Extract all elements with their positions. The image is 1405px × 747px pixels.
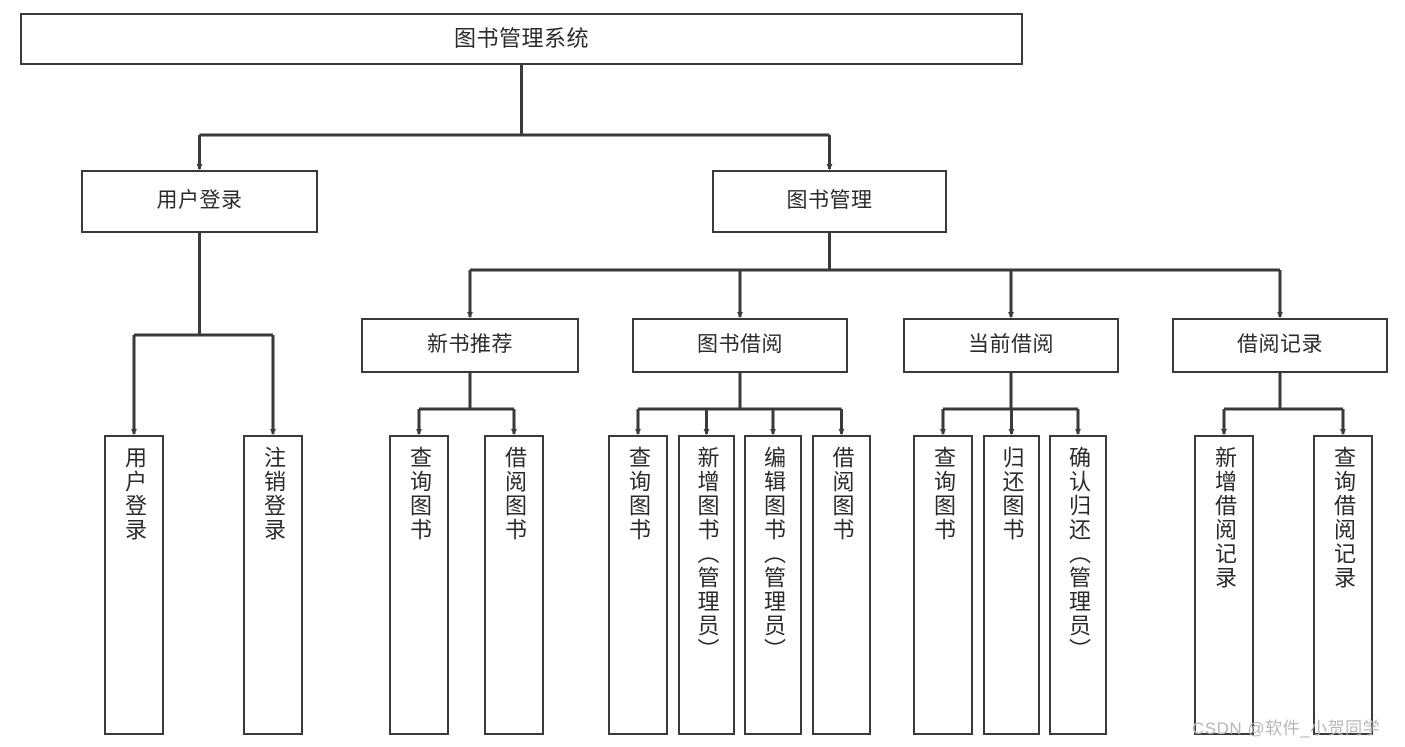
- node-label: 用户登录: [156, 189, 243, 213]
- node-label: 图书管理系统: [453, 26, 589, 52]
- node-login[interactable]: 用户登录: [81, 170, 318, 233]
- node-leaf-bor4[interactable]: 借阅图书: [812, 435, 871, 735]
- node-leaf-rec2[interactable]: 查询借阅记录: [1313, 435, 1373, 735]
- node-leaf-bor1[interactable]: 查询图书: [608, 435, 668, 735]
- node-label: 当前借阅: [968, 333, 1054, 357]
- node-root[interactable]: 图书管理系统: [20, 13, 1023, 65]
- node-label: 新增图书（管理员）: [694, 446, 720, 662]
- node-label: 查询借阅记录: [1331, 446, 1356, 590]
- node-label: 借阅记录: [1237, 333, 1323, 357]
- node-leaf-cur3[interactable]: 确认归还（管理员）: [1049, 435, 1107, 735]
- node-leaf-bor3[interactable]: 编辑图书（管理员）: [744, 435, 802, 735]
- node-leaf-cur2[interactable]: 归还图书: [983, 435, 1040, 735]
- node-bookmgmt[interactable]: 图书管理: [712, 170, 947, 233]
- node-label: 借阅图书: [829, 446, 855, 542]
- node-label: 新增借阅记录: [1212, 446, 1237, 590]
- csdn-watermark: CSDN @软件_小贺同学: [1192, 719, 1381, 738]
- node-records[interactable]: 借阅记录: [1172, 318, 1388, 373]
- node-leaf-login2[interactable]: 注销登录: [243, 435, 303, 735]
- node-label: 查询图书: [626, 446, 651, 542]
- node-borrow[interactable]: 图书借阅: [632, 318, 848, 373]
- node-label: 查询图书: [407, 446, 432, 542]
- node-newbooks[interactable]: 新书推荐: [361, 318, 579, 373]
- node-label: 归还图书: [999, 446, 1025, 542]
- node-label: 用户登录: [122, 446, 147, 542]
- node-current[interactable]: 当前借阅: [903, 318, 1119, 373]
- node-leaf-rec1[interactable]: 新增借阅记录: [1194, 435, 1254, 735]
- node-leaf-new2[interactable]: 借阅图书: [484, 435, 544, 735]
- node-leaf-new1[interactable]: 查询图书: [389, 435, 449, 735]
- node-label: 图书借阅: [697, 333, 783, 357]
- node-label: 查询图书: [931, 446, 956, 542]
- node-leaf-bor2[interactable]: 新增图书（管理员）: [678, 435, 735, 735]
- node-label: 新书推荐: [427, 333, 513, 357]
- node-label: 借阅图书: [502, 446, 527, 542]
- node-leaf-cur1[interactable]: 查询图书: [913, 435, 973, 735]
- node-leaf-login1[interactable]: 用户登录: [104, 435, 164, 735]
- node-label: 注销登录: [261, 446, 286, 542]
- node-label: 编辑图书（管理员）: [761, 446, 786, 662]
- node-label: 图书管理: [786, 189, 873, 213]
- node-label: 确认归还（管理员）: [1066, 446, 1091, 662]
